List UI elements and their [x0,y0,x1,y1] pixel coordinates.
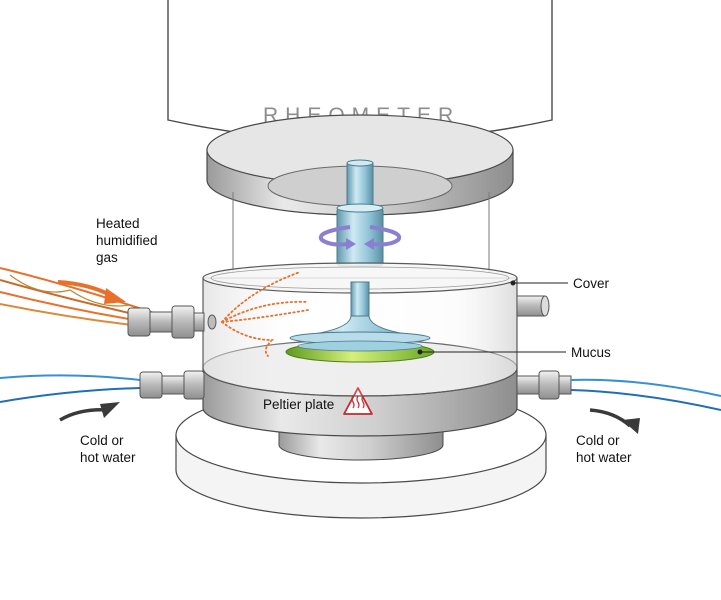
gas-flow-dots [221,271,309,357]
mucus-label: Mucus [571,345,611,360]
water-right-label-line1: Cold or [576,433,620,448]
glass-column [232,192,490,272]
peltier-plate-label: Peltier plate [263,397,334,412]
rotor-shaft [336,159,384,267]
mucus-sample [285,340,435,363]
water-right-label-line2: hot water [576,450,632,465]
water-arrow-right-icon [589,408,632,428]
water-outlet-right [516,370,721,434]
gas-label-line2: humidified [96,233,158,248]
cover-label: Cover [573,276,610,291]
leader-lines [417,280,568,355]
water-inlet-left [0,370,205,422]
gas-label-line3: gas [96,250,118,265]
gas-flow-arrow-icon [57,280,126,304]
heat-warning-triangle-icon [343,387,373,415]
rotation-arrows-icon [318,225,402,250]
gas-label-line1: Heated [96,216,140,231]
water-left-label-line1: Cold or [80,433,124,448]
gas-inlet-fitting [127,305,205,339]
water-left-label-line2: hot water [80,450,136,465]
